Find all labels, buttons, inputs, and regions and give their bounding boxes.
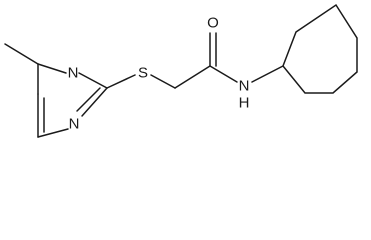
bond-n1-c6 [37,128,69,138]
bond-s-ch2 [150,74,176,89]
bond-c4-n3 [37,63,67,74]
bond-n3-c2 [78,72,108,89]
atom-label-o: O [207,15,219,32]
atom-label-n-ring-bottom: N [69,116,80,133]
bond-c2-n1 [81,87,108,117]
molecule-structure: N N S O N H [4,3,358,138]
bond-methyl [4,43,39,65]
bond-c2-s [106,74,136,89]
bond-c2-n1-double [76,87,101,112]
bond-n-ring [251,65,284,83]
bond-co-n [209,65,238,83]
linker-chain [106,32,284,89]
atom-label-n-ring-top: N [68,65,79,82]
cycloheptane-ring [282,3,358,94]
pyrimidine-ring [4,43,108,138]
bond-ch2-co [174,65,211,89]
atom-label-n-amide: N [239,78,250,95]
cycloheptyl-ring-outline [282,3,358,94]
atom-label-h-amide: H [239,95,250,112]
atom-label-s: S [138,65,148,82]
